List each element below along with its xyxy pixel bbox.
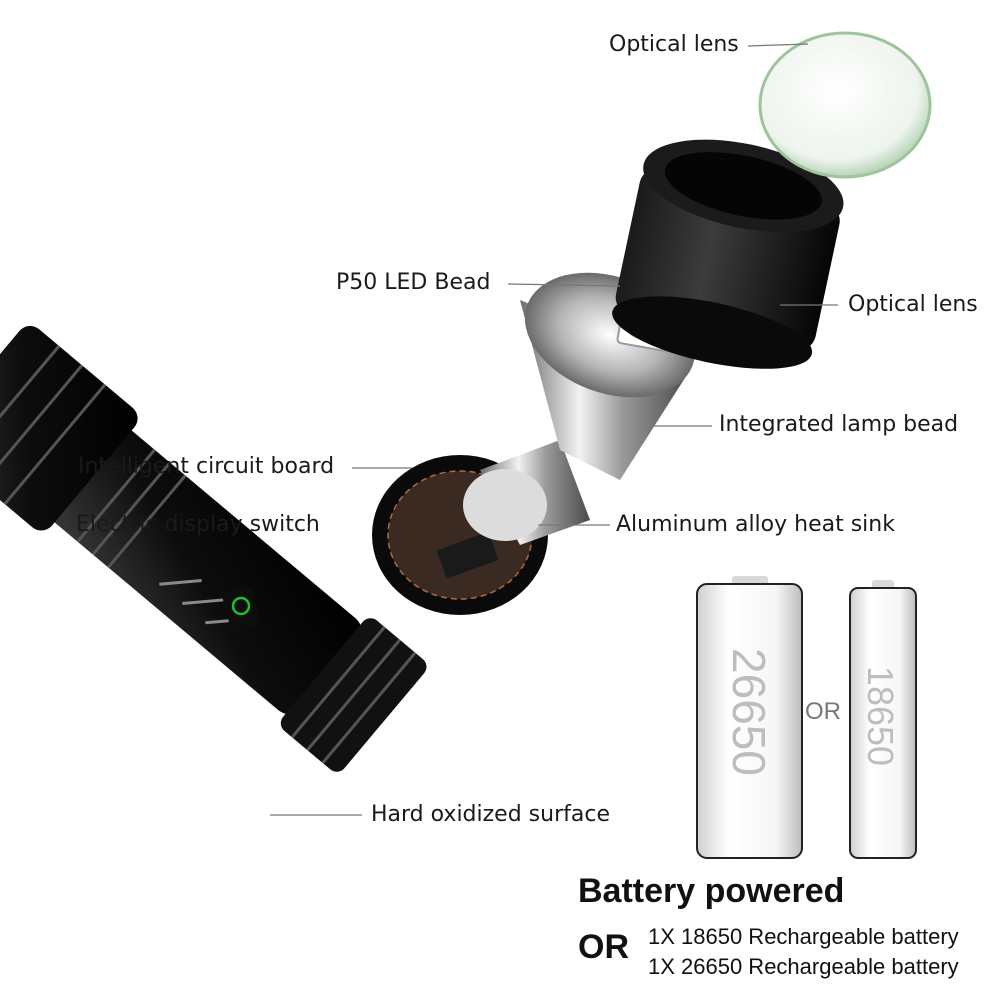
label-hard-oxidized-surface: Hard oxidized surface xyxy=(371,802,610,827)
label-integrated-lamp-bead: Integrated lamp bead xyxy=(719,412,959,437)
heat-sink xyxy=(463,440,590,545)
battery-option-26650: 1X 26650 Rechargeable battery xyxy=(648,954,959,979)
battery-or-label: OR xyxy=(805,698,841,725)
label-optical-lens-top: Optical lens xyxy=(609,32,739,57)
battery-powered-title: Battery powered xyxy=(578,872,845,910)
bezel-cap xyxy=(612,139,844,369)
label-optical-lens-right: Optical lens xyxy=(848,292,978,317)
battery-18650-label: 18650 xyxy=(860,666,901,766)
label-heat-sink: Aluminum alloy heat sink xyxy=(616,512,895,537)
battery-powered-or: OR xyxy=(578,928,629,966)
flashlight-body xyxy=(0,326,548,772)
battery-26650 xyxy=(696,576,803,859)
optical-lens-disc xyxy=(758,31,932,179)
leader-lines xyxy=(270,43,838,816)
label-circuit-board: Intelligent circuit board xyxy=(78,454,335,479)
display-switch xyxy=(222,586,260,632)
label-display-switch: Electric display switch xyxy=(76,512,320,537)
battery-option-18650: 1X 18650 Rechargeable battery xyxy=(648,924,959,949)
label-p50-led-bead: P50 LED Bead xyxy=(336,270,491,295)
battery-26650-label: 26650 xyxy=(723,648,775,776)
battery-18650 xyxy=(849,580,917,859)
